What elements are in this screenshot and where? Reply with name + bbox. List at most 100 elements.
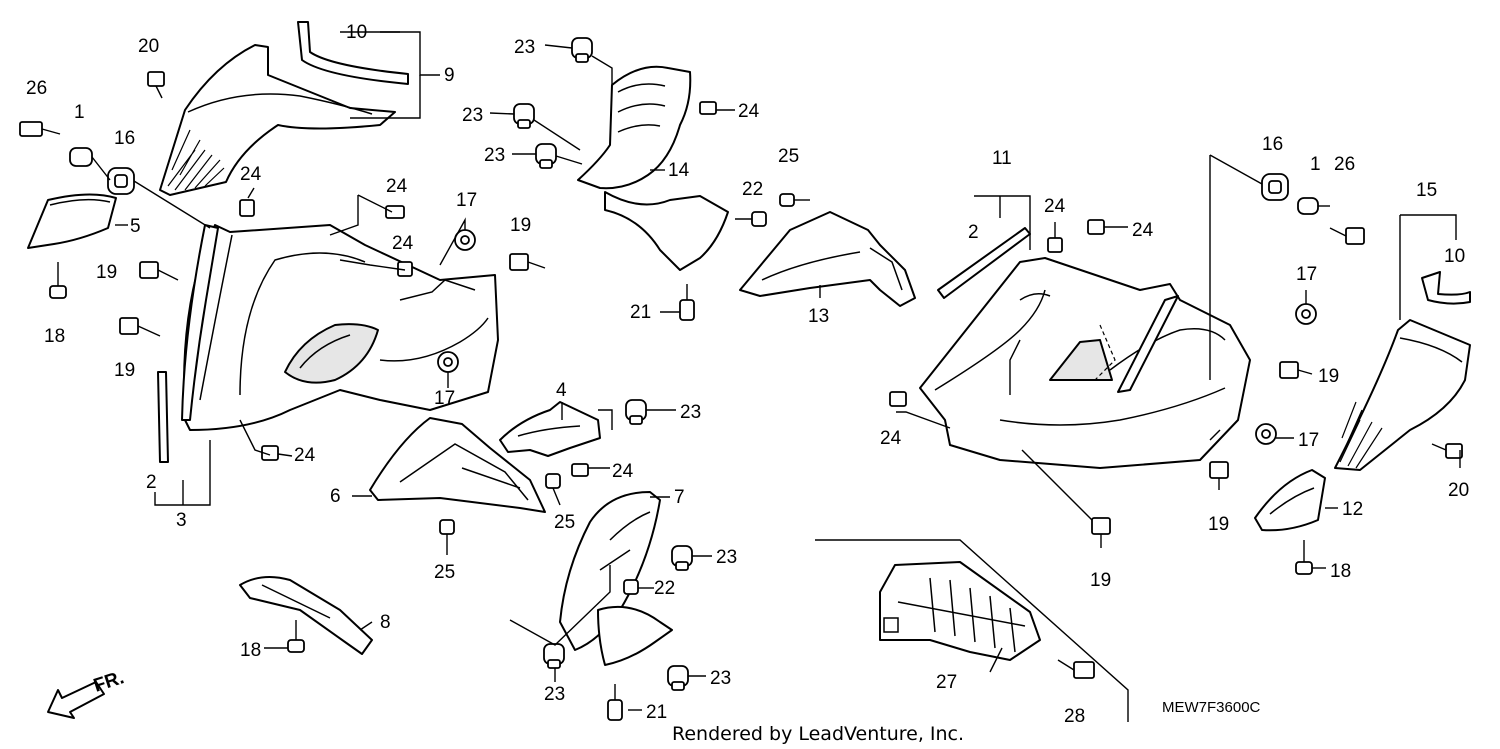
screw-21-a-icon bbox=[679, 284, 695, 321]
callout-16: 16 bbox=[114, 128, 135, 149]
callout-1: 1 bbox=[1310, 154, 1321, 175]
callout-20: 20 bbox=[1448, 480, 1469, 501]
callout-6: 6 bbox=[330, 486, 341, 507]
bolt-19-center-icon bbox=[509, 253, 546, 271]
bolt-19-left-a-icon bbox=[139, 261, 179, 281]
callout-10: 10 bbox=[346, 22, 367, 43]
part-9-upper-left-panel bbox=[159, 44, 396, 196]
bolt-19-right-a-icon bbox=[1279, 361, 1299, 379]
callout-2: 2 bbox=[146, 472, 157, 493]
callout-26: 26 bbox=[1334, 154, 1355, 175]
clip-24-e-icon bbox=[699, 101, 717, 115]
clip-24-b-icon bbox=[385, 205, 405, 219]
bolt-19-right-b-icon bbox=[1209, 461, 1229, 490]
part-14-inner-bracket bbox=[577, 65, 729, 271]
callout-23: 23 bbox=[514, 37, 535, 58]
part-5-left-cover bbox=[27, 193, 117, 249]
callout-24: 24 bbox=[392, 233, 414, 254]
rivet-23-d-icon bbox=[625, 399, 647, 425]
front-direction-arrow-icon: FR. bbox=[47, 667, 127, 719]
screw-18-a-icon bbox=[49, 262, 67, 299]
callout-20: 20 bbox=[138, 36, 159, 57]
callout-19: 19 bbox=[96, 262, 117, 283]
callout-22: 22 bbox=[654, 578, 675, 599]
bolt-20-left-icon bbox=[147, 71, 165, 99]
callout-26: 26 bbox=[26, 78, 47, 99]
callout-11: 11 bbox=[992, 148, 1012, 169]
callout-19: 19 bbox=[114, 360, 135, 381]
callout-19: 19 bbox=[510, 215, 531, 236]
callout-24: 24 bbox=[1132, 220, 1154, 241]
clip-24-h-icon bbox=[1087, 219, 1105, 235]
callout-17: 17 bbox=[1298, 430, 1319, 451]
callout-4: 4 bbox=[556, 380, 567, 401]
callout-21: 21 bbox=[646, 702, 667, 723]
callout-24: 24 bbox=[612, 461, 634, 482]
front-marker-label: FR. bbox=[91, 667, 127, 696]
callout-23: 23 bbox=[710, 668, 731, 689]
rivet-23-c-icon bbox=[535, 143, 557, 169]
callout-15: 15 bbox=[1416, 180, 1437, 201]
clip-24-i-icon bbox=[889, 391, 907, 407]
grommet-17-d-icon bbox=[1255, 423, 1277, 445]
bolt-20-right-icon bbox=[1431, 443, 1463, 459]
callout-16: 16 bbox=[1262, 134, 1283, 155]
callout-10: 10 bbox=[1444, 246, 1465, 267]
callout-27: 27 bbox=[936, 672, 957, 693]
callout-17: 17 bbox=[434, 388, 455, 409]
grommet-17-c-icon bbox=[1295, 303, 1317, 325]
diagram-code: MEW7F3600C bbox=[1162, 699, 1261, 716]
callout-1: 1 bbox=[74, 102, 85, 123]
hardware bbox=[19, 37, 1463, 721]
rivet-23-a-icon bbox=[571, 37, 593, 63]
callout-numbers: 1 1 2 2 3 4 5 6 7 8 9 10 10 11 12 13 14 … bbox=[26, 22, 1469, 727]
callout-22: 22 bbox=[742, 179, 763, 200]
callout-2: 2 bbox=[968, 222, 979, 243]
screw-18-c-icon bbox=[1295, 540, 1313, 575]
screw-25-b-icon bbox=[545, 473, 561, 506]
rivet-23-e-icon bbox=[671, 545, 693, 571]
callout-3: 3 bbox=[176, 510, 187, 531]
leader-lines bbox=[91, 31, 1461, 722]
callout-13: 13 bbox=[808, 306, 829, 327]
callout-25: 25 bbox=[554, 512, 575, 533]
collar-1-right-icon bbox=[1297, 197, 1319, 215]
grommet-16-right-icon bbox=[1261, 173, 1289, 201]
part-13-air-duct bbox=[739, 211, 916, 307]
bolt-19-right-c-icon bbox=[1091, 517, 1111, 548]
bolt-19-left-b-icon bbox=[119, 317, 161, 337]
part-15-right-upper-panel bbox=[1334, 319, 1471, 471]
callout-23: 23 bbox=[462, 105, 483, 126]
bolt-28-icon bbox=[1057, 659, 1095, 679]
callout-12: 12 bbox=[1342, 499, 1363, 520]
callout-28: 28 bbox=[1064, 706, 1085, 727]
rivet-23-f-icon bbox=[543, 643, 565, 669]
part-27-inner-grille bbox=[879, 561, 1041, 661]
callout-23: 23 bbox=[680, 402, 701, 423]
callout-21: 21 bbox=[630, 302, 651, 323]
screw-25-c-icon bbox=[439, 519, 455, 555]
part-10-right-strip bbox=[1421, 271, 1471, 305]
bolt-26-left-icon bbox=[19, 121, 61, 137]
clip-24-f-icon bbox=[571, 463, 589, 477]
clip-24-g-icon bbox=[1047, 237, 1063, 253]
bolt-26-right-icon bbox=[1329, 227, 1365, 245]
clip-24-a-icon bbox=[239, 199, 255, 217]
callout-24: 24 bbox=[880, 428, 902, 449]
callout-23: 23 bbox=[484, 145, 505, 166]
callout-24: 24 bbox=[738, 101, 760, 122]
grommet-17-b-icon bbox=[437, 351, 459, 373]
callout-19: 19 bbox=[1318, 366, 1339, 387]
part-12-right-cover bbox=[1254, 469, 1326, 532]
part-10-left-strip bbox=[297, 21, 409, 85]
callout-19: 19 bbox=[1090, 570, 1111, 591]
part-8-lower-bracket bbox=[239, 575, 373, 655]
part-2-left-strip bbox=[157, 371, 169, 463]
callout-5: 5 bbox=[130, 216, 141, 237]
part-3-left-upper-cowl bbox=[181, 224, 499, 431]
screw-22-a-icon bbox=[751, 211, 767, 227]
grommet-16-left-icon bbox=[107, 167, 135, 195]
callout-17: 17 bbox=[456, 190, 477, 211]
callout-23: 23 bbox=[716, 547, 737, 568]
